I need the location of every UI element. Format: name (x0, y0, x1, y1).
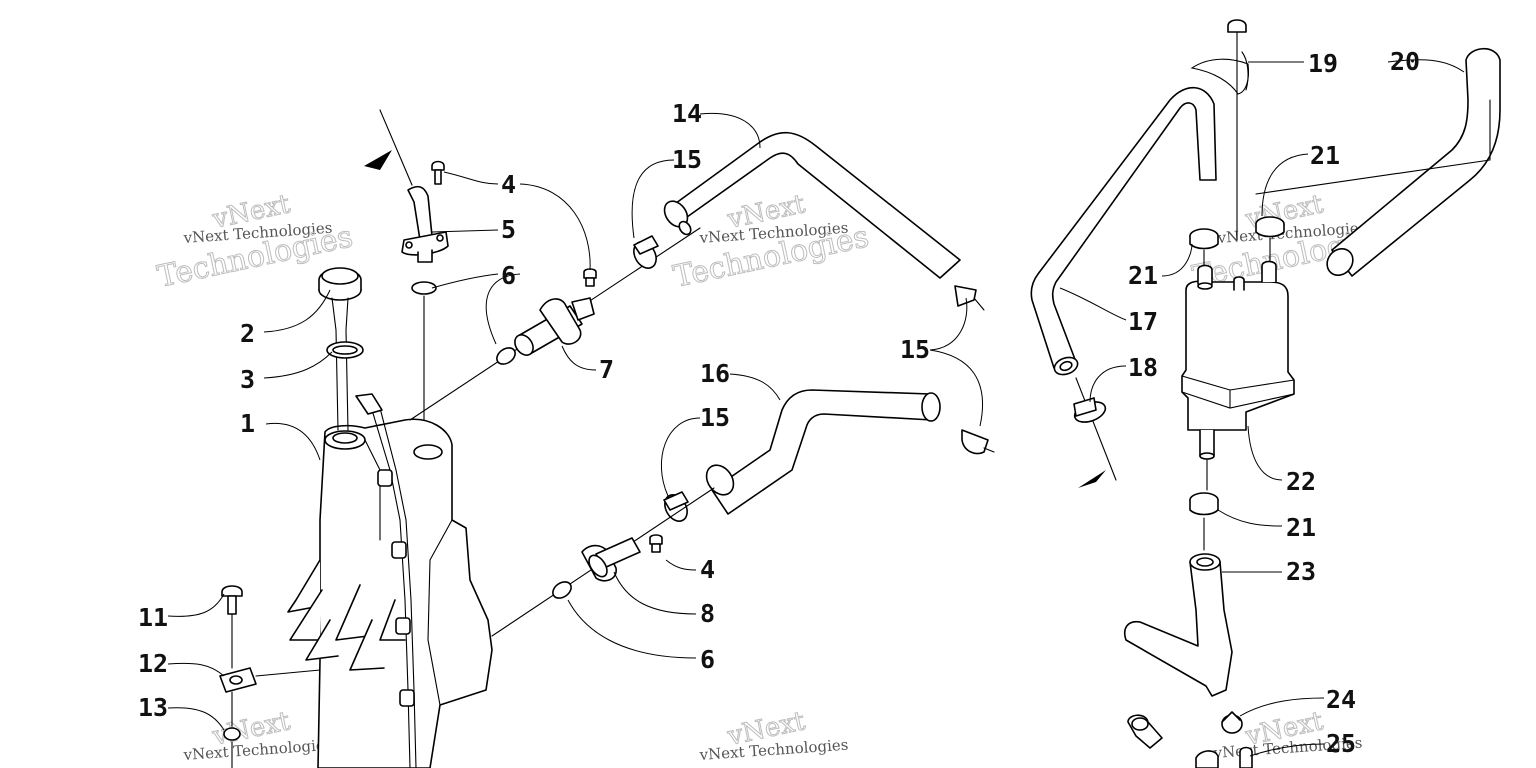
vent-elbow (401, 185, 449, 421)
watermark-text: vNext Technologies (698, 736, 849, 764)
callout-8: 8 (700, 599, 715, 628)
callout-23: 23 (1286, 557, 1316, 586)
callout-19: 19 (1308, 49, 1338, 78)
callout-25: 25 (1326, 729, 1356, 758)
callout-15: 15 (700, 403, 730, 432)
vapor-canister (1181, 260, 1295, 491)
callout-2: 2 (240, 319, 255, 348)
callout-15: 15 (672, 145, 702, 174)
callout-12: 12 (138, 649, 168, 678)
callout-6: 6 (501, 261, 516, 290)
callout-3: 3 (240, 365, 255, 394)
hose-clamp-canister-left (1189, 228, 1219, 277)
callout-labels: 1 2 3 4 4 5 6 6 7 8 11 12 13 14 15 15 15… (138, 47, 1420, 758)
watermark-top-center: vNext vNext Technologies Technologies (670, 189, 872, 296)
callout-18: 18 (1128, 353, 1158, 382)
callout-24: 24 (1326, 685, 1356, 714)
callout-11: 11 (138, 603, 168, 632)
nut (223, 727, 241, 768)
hose-clamp-upper-left (633, 235, 659, 269)
fitting-lower (491, 487, 715, 637)
drain-fitting (1127, 714, 1253, 768)
callout-16: 16 (700, 359, 730, 388)
hose-clamp-right (1073, 397, 1107, 423)
callout-4: 4 (501, 170, 516, 199)
watermark-bottom-left: vNext vNext Technologies (182, 706, 333, 764)
oil-tank (287, 393, 493, 768)
hose-upper (663, 131, 985, 311)
rollover-valve (1190, 19, 1250, 241)
callout-21: 21 (1128, 261, 1158, 290)
watermark-bottom-center: vNext vNext Technologies (698, 706, 849, 764)
bracket (219, 667, 321, 727)
callout-15: 15 (900, 335, 930, 364)
direction-arrow-bottom-right (1075, 377, 1117, 488)
callout-20: 20 (1390, 47, 1420, 76)
callout-1: 1 (240, 409, 255, 438)
fitting-upper (409, 227, 701, 421)
callout-17: 17 (1128, 307, 1158, 336)
callout-6: 6 (700, 645, 715, 674)
callout-22: 22 (1286, 467, 1316, 496)
watermark-text: vNext Technologies (182, 736, 333, 764)
leader-lines (167, 59, 1465, 757)
vent-hose-long (1255, 47, 1501, 277)
callout-13: 13 (138, 693, 168, 722)
screw (431, 160, 445, 185)
direction-arrow-top-left (364, 109, 413, 186)
hose-clamp-drain (1221, 711, 1243, 734)
dipstick-cap (318, 267, 364, 431)
hose-clamp-lower-left (663, 491, 689, 522)
bolt (221, 585, 243, 669)
vent-hose (1030, 86, 1217, 376)
callout-4: 4 (700, 555, 715, 584)
callout-5: 5 (501, 215, 516, 244)
callout-14: 14 (672, 99, 702, 128)
callout-21: 21 (1310, 141, 1340, 170)
hose-clamp-canister-right (1255, 216, 1285, 267)
hose-lower (705, 389, 995, 515)
hose-clamp-canister-bottom (1189, 492, 1219, 551)
drain-hose (1124, 553, 1233, 697)
callout-7: 7 (599, 355, 614, 384)
callout-21: 21 (1286, 513, 1316, 542)
